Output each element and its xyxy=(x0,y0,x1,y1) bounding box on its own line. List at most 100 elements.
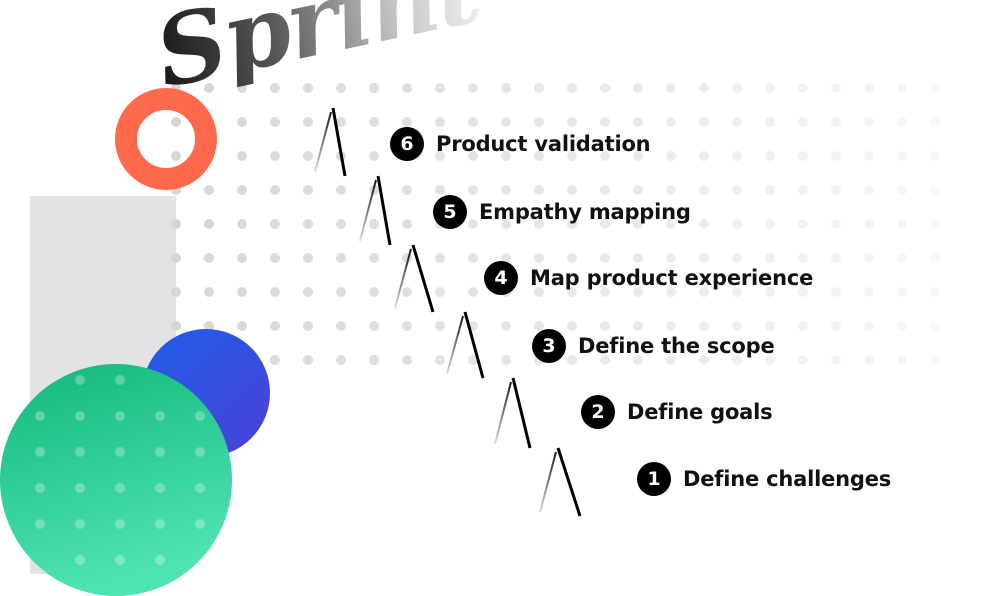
green-circle xyxy=(0,364,232,596)
grid-dot xyxy=(336,321,346,331)
grid-dot xyxy=(567,185,577,195)
grid-dot xyxy=(666,151,676,161)
grid-dot xyxy=(831,253,841,263)
grid-dot xyxy=(336,355,346,365)
grid-dot xyxy=(468,185,478,195)
grid-dot xyxy=(369,151,379,161)
step-4-label: Map product experience xyxy=(530,266,814,290)
green-grid-dot xyxy=(75,555,85,565)
grid-dot xyxy=(567,151,577,161)
grid-dot xyxy=(270,253,280,263)
stair-right-edge xyxy=(556,447,582,517)
grid-dot xyxy=(600,253,610,263)
grid-dot xyxy=(336,83,346,93)
grid-dot xyxy=(600,355,610,365)
grid-dot xyxy=(633,151,643,161)
grid-dot xyxy=(765,253,775,263)
grid-dot xyxy=(798,117,808,127)
stair-right-edge xyxy=(511,377,532,449)
grid-dot xyxy=(633,219,643,229)
grid-dot xyxy=(270,151,280,161)
grid-dot xyxy=(435,151,445,161)
grid-dot xyxy=(534,185,544,195)
green-grid-dot xyxy=(115,555,125,565)
grid-dot xyxy=(336,253,346,263)
grid-dot xyxy=(798,253,808,263)
grid-dot xyxy=(699,321,709,331)
grid-dot xyxy=(765,321,775,331)
grid-dot xyxy=(237,83,247,93)
step-2-number: 2 xyxy=(581,395,615,429)
grid-dot xyxy=(171,151,181,161)
stair-right-edge xyxy=(411,244,435,313)
grid-dot xyxy=(270,83,280,93)
stair-inner-edge xyxy=(359,179,377,242)
grid-dot xyxy=(435,355,445,365)
grid-dot xyxy=(237,287,247,297)
grid-dot xyxy=(798,287,808,297)
grid-dot xyxy=(369,253,379,263)
grid-dot xyxy=(501,355,511,365)
green-grid-dot xyxy=(35,519,45,529)
grid-dot xyxy=(468,83,478,93)
grid-dot xyxy=(864,151,874,161)
grid-dot xyxy=(930,253,940,263)
grid-dot xyxy=(171,117,181,127)
step-1-label: Define challenges xyxy=(683,467,892,491)
grid-dot xyxy=(897,321,907,331)
grid-dot xyxy=(732,185,742,195)
grid-dot xyxy=(336,219,346,229)
green-grid-dot xyxy=(115,519,125,529)
grid-dot xyxy=(765,287,775,297)
grid-dot xyxy=(699,219,709,229)
grid-dot xyxy=(468,151,478,161)
grid-dot xyxy=(600,117,610,127)
grid-dot xyxy=(600,287,610,297)
green-grid-dot xyxy=(115,447,125,457)
stair-inner-edge xyxy=(394,248,412,309)
grid-dot xyxy=(369,219,379,229)
grid-dot xyxy=(303,151,313,161)
grid-dot xyxy=(369,355,379,365)
grid-dot xyxy=(930,355,940,365)
grid-dot xyxy=(732,117,742,127)
grid-dot xyxy=(732,83,742,93)
grid-dot xyxy=(864,83,874,93)
grid-dot xyxy=(600,83,610,93)
grid-dot xyxy=(765,83,775,93)
grid-dot xyxy=(699,355,709,365)
grid-dot xyxy=(468,287,478,297)
green-grid-dot xyxy=(35,411,45,421)
grid-dot xyxy=(798,219,808,229)
grid-dot xyxy=(798,83,808,93)
grid-dot xyxy=(600,219,610,229)
step-5: 5 Empathy mapping xyxy=(433,195,691,229)
grid-dot xyxy=(237,219,247,229)
grid-dot xyxy=(534,321,544,331)
grid-dot xyxy=(666,321,676,331)
grid-dot xyxy=(666,253,676,263)
grid-dot xyxy=(501,253,511,263)
grid-dot xyxy=(798,321,808,331)
step-2: 2 Define goals xyxy=(581,395,773,429)
grid-dot xyxy=(699,117,709,127)
grid-dot xyxy=(534,83,544,93)
orange-ring xyxy=(115,88,217,190)
grid-dot xyxy=(402,321,412,331)
grid-dot xyxy=(633,321,643,331)
grid-dot xyxy=(666,355,676,365)
grid-dot xyxy=(831,287,841,297)
grid-dot xyxy=(303,83,313,93)
stair-right-edge xyxy=(331,107,347,177)
grid-dot xyxy=(336,117,346,127)
grid-dot xyxy=(699,287,709,297)
grid-dot xyxy=(831,185,841,195)
step-6-number: 6 xyxy=(390,127,424,161)
green-grid-dot xyxy=(195,519,205,529)
green-grid-dot xyxy=(155,447,165,457)
green-grid-dot xyxy=(75,447,85,457)
grid-dot xyxy=(864,287,874,297)
grid-dot xyxy=(237,321,247,331)
step-3: 3 Define the scope xyxy=(532,329,775,363)
